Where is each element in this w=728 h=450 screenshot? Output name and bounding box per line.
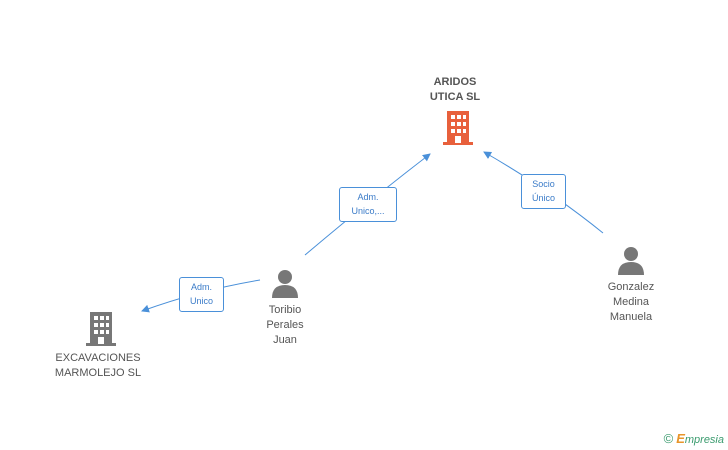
person-icon[interactable] [270, 268, 300, 298]
node-toribio-label[interactable]: Toribio Perales Juan [266, 304, 304, 346]
edge-label-gonzalez-aridos[interactable]: Socio Único [521, 174, 566, 209]
person-icon[interactable] [616, 245, 646, 275]
node-aridos-label[interactable]: ARIDOS UTICA SL [429, 76, 481, 103]
building-icon[interactable] [86, 312, 116, 346]
edge-label-toribio-excavaciones[interactable]: Adm. Unico [179, 277, 224, 312]
node-excavaciones-label[interactable]: EXCAVACIONES MARMOLEJO SL [54, 352, 142, 379]
node-gonzalez-label[interactable]: Gonzalez Medina Manuela [607, 281, 655, 323]
copyright-symbol: © [663, 431, 674, 446]
brand-name: mpresia [684, 434, 724, 446]
building-icon[interactable] [443, 111, 473, 145]
edge-label-toribio-aridos[interactable]: Adm. Unico,... [339, 187, 397, 222]
brand-initial: E [676, 431, 685, 446]
footer-brand[interactable]: ©Empresia [664, 431, 724, 446]
